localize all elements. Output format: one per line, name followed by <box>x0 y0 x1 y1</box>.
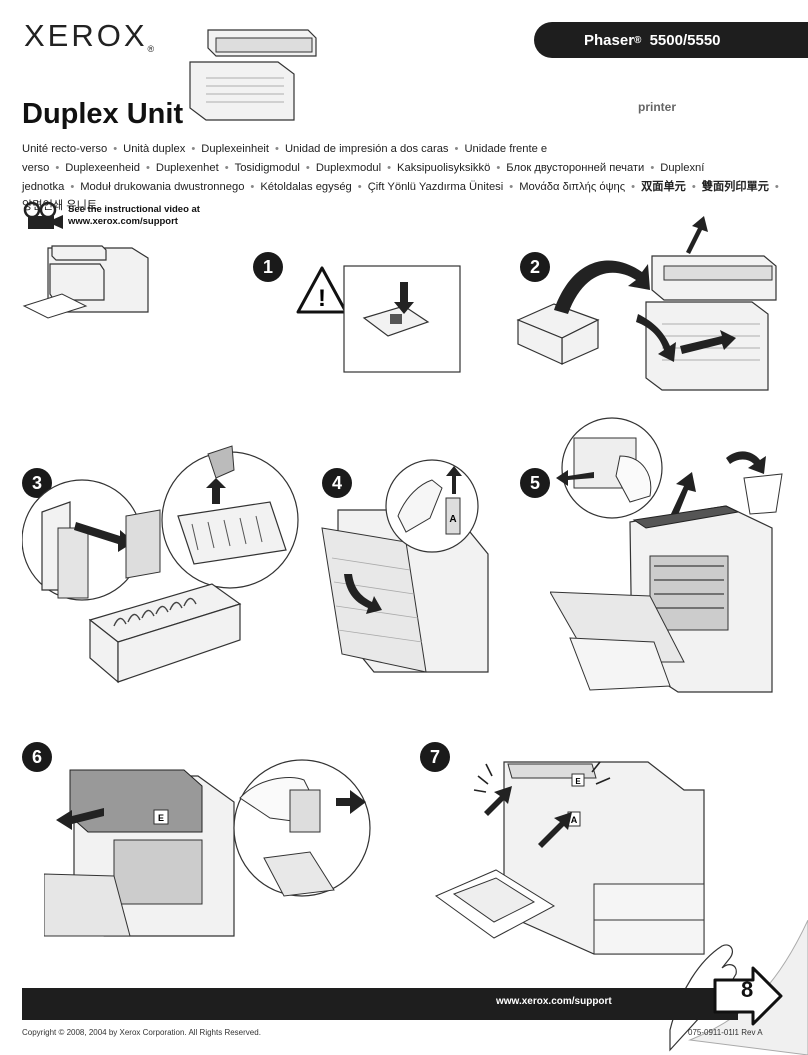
product-banner: Phaser® 5500/5550 <box>534 22 808 58</box>
printer-with-duplex-illustration <box>22 240 150 326</box>
translation-item: Duplexeenheid <box>65 162 140 174</box>
translation-item: Unidad de impresión a dos caras <box>284 143 449 155</box>
unpack-duplex-illustration <box>514 214 786 394</box>
translation-item: Duplexní jednotka <box>22 162 705 193</box>
copyright-text: Copyright © 2008, 2004 by Xerox Corporat… <box>22 1028 261 1037</box>
warning-power-off-illustration: ! <box>294 258 464 376</box>
svg-text:E: E <box>575 777 581 786</box>
bullet-separator: • <box>387 162 392 174</box>
xerox-logo: XEROX® <box>24 18 155 54</box>
step-number-1: 1 <box>253 252 283 282</box>
next-page-arrow-icon[interactable] <box>713 966 783 1031</box>
next-step-number: 8 <box>741 977 754 1002</box>
install-duplex-illustration: E <box>44 740 376 940</box>
translation-item: Moduł drukowania dwustronnego <box>80 181 245 193</box>
video-url-link[interactable]: www.xerox.com/support <box>68 216 178 227</box>
duplex-unit-hero-illustration <box>188 24 320 124</box>
translation-item: Unità duplex <box>123 143 186 155</box>
translations-list: Unité recto-verso • Unità duplex • Duplexein… <box>22 140 792 216</box>
bullet-separator: • <box>691 181 696 193</box>
step-number-6: 6 <box>22 742 52 772</box>
step-number-7: 7 <box>420 742 450 772</box>
footer-bar <box>22 988 738 1020</box>
bullet-separator: • <box>496 162 501 174</box>
translation-item: Çift Yönlü Yazdırma Ünitesi <box>367 181 504 193</box>
bullet-separator: • <box>191 143 196 155</box>
translation-item: Tosidigmodul <box>234 162 300 174</box>
translation-item: Μονάδα διπλής όψης <box>519 181 626 193</box>
page-title: Duplex Unit <box>22 98 184 130</box>
video-note: See the instructional video at www.xerox… <box>68 204 200 227</box>
bullet-separator: • <box>55 162 60 174</box>
translation-item: Duplexeinheit <box>201 143 270 155</box>
bullet-separator: • <box>454 143 459 155</box>
step-number-4: 4 <box>322 468 352 498</box>
svg-text:!: ! <box>318 285 326 312</box>
film-camera-icon <box>22 201 64 236</box>
open-left-door-illustration: A <box>302 458 492 678</box>
bullet-separator: • <box>650 162 655 174</box>
svg-text:A: A <box>571 815 578 825</box>
bullet-separator: • <box>224 162 229 174</box>
step-number-5: 5 <box>520 468 550 498</box>
bullet-separator: • <box>275 143 279 155</box>
translation-item: Unité recto-verso <box>22 143 108 155</box>
translation-item: 雙面列印單元 <box>701 181 769 193</box>
bullet-separator: • <box>774 181 779 193</box>
bullet-separator: • <box>113 143 118 155</box>
translation-item: Duplexenhet <box>155 162 219 174</box>
close-doors-illustration: E A <box>434 754 716 962</box>
translation-item: Duplexmodul <box>315 162 382 174</box>
footer-url-link[interactable]: www.xerox.com/support <box>496 996 612 1007</box>
bullet-separator: • <box>357 181 362 193</box>
remove-cover-illustration <box>550 416 800 698</box>
translation-item: Kétoldalas egység <box>260 181 352 193</box>
label-a: A <box>449 514 456 525</box>
part-number: 075-0911-01l1 Rev A <box>688 1028 763 1037</box>
bullet-separator: • <box>250 181 255 193</box>
bullet-separator: • <box>305 162 310 174</box>
step-number-2: 2 <box>520 252 550 282</box>
label-e: E <box>158 813 164 823</box>
translation-item: Блок двусторонней печати <box>506 162 645 174</box>
printer-label: printer <box>638 100 677 114</box>
translation-item: 双面单元 <box>641 181 686 193</box>
remove-packing-illustration <box>22 440 300 710</box>
bullet-separator: • <box>631 181 636 193</box>
bullet-separator: • <box>145 162 150 174</box>
translation-item: Kaksipuolisyksikkö <box>397 162 491 174</box>
bullet-separator: • <box>70 181 75 193</box>
bullet-separator: • <box>509 181 514 193</box>
translation-item: Unidade frente e verso <box>22 143 548 174</box>
